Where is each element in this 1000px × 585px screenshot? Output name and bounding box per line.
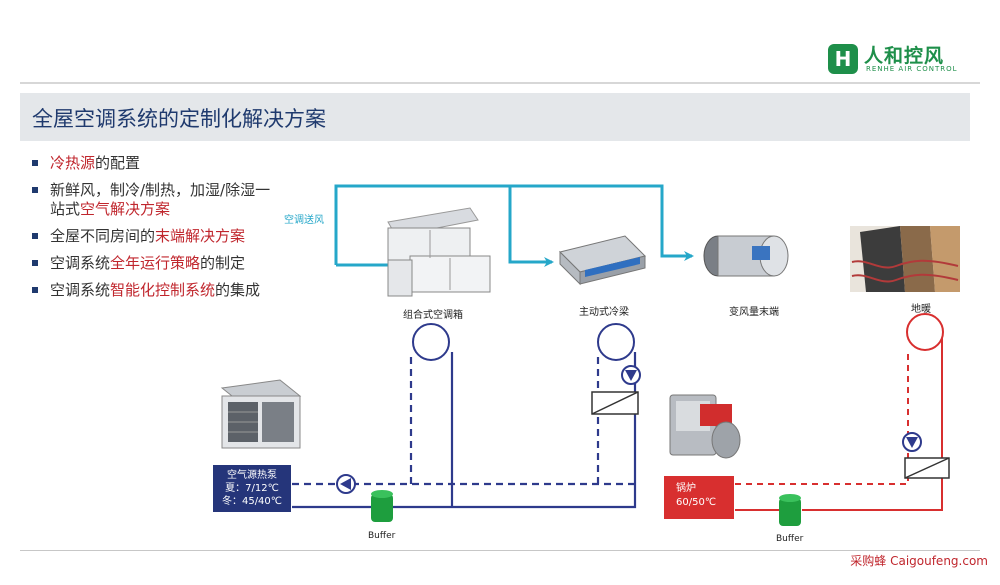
heat-pump-name: 空气源热泵 bbox=[227, 470, 277, 481]
heating-return-pipe bbox=[735, 352, 909, 485]
boiler-box: 锅炉 60/50℃ bbox=[664, 476, 734, 519]
boiler-icon bbox=[669, 394, 741, 459]
heat-exchanger-icon bbox=[904, 457, 950, 479]
floor-heating-icon bbox=[850, 226, 960, 292]
floor-heating-label: 地暖 bbox=[911, 304, 931, 315]
bullet-list: 冷热源的配置 新鲜风，制冷/制热，加湿/除湿一站式空气解决方案 全屋不同房间的末… bbox=[32, 154, 282, 308]
logo-mark-icon: H bbox=[828, 44, 858, 74]
heat-pump-summer: 夏：7/12℃ bbox=[225, 483, 279, 494]
boiler-temp: 60/50℃ bbox=[676, 497, 717, 508]
air-source-heat-pump-icon bbox=[220, 379, 302, 449]
beam-coil-icon bbox=[597, 323, 635, 361]
ahu-coil-icon bbox=[412, 323, 450, 361]
vav-label: 变风量末端 bbox=[729, 307, 779, 318]
heat-pump-box: 空气源热泵 夏：7/12℃ 冬：45/40℃ bbox=[213, 465, 291, 512]
footer-divider bbox=[20, 550, 980, 551]
floor-heating-coil-icon bbox=[906, 313, 944, 351]
pump-icon bbox=[621, 365, 641, 385]
buffer-tank-icon bbox=[779, 494, 801, 526]
title-bar: 全屋空调系统的定制化解决方案 bbox=[20, 93, 970, 141]
logo-text: 人和控风 bbox=[864, 45, 945, 67]
page-title: 全屋空调系统的定制化解决方案 bbox=[32, 107, 326, 131]
watermark: 采购蜂 Caigoufeng.com bbox=[850, 554, 988, 568]
bullet-item: 冷热源的配置 bbox=[32, 154, 282, 173]
pump-icon bbox=[902, 432, 922, 452]
buffer-label: Buffer bbox=[776, 534, 804, 544]
ahu-label: 组合式空调箱 bbox=[403, 310, 463, 321]
heat-pump-winter: 冬：45/40℃ bbox=[221, 496, 283, 507]
pump-icon bbox=[336, 474, 356, 494]
vav-terminal-icon bbox=[703, 235, 789, 277]
heat-exchanger-icon bbox=[591, 391, 639, 415]
company-logo: H 人和控风 RENHE AIR CONTROL bbox=[828, 44, 978, 78]
chilled-water-supply-pipe bbox=[292, 352, 637, 509]
bullet-item: 空调系统智能化控制系统的集成 bbox=[32, 281, 282, 300]
supply-air-label: 空调送风 bbox=[284, 215, 324, 226]
bullet-item: 新鲜风，制冷/制热，加湿/除湿一站式空气解决方案 bbox=[32, 181, 282, 219]
buffer-tank-icon bbox=[371, 490, 393, 522]
bullet-item: 空调系统全年运行策略的制定 bbox=[32, 254, 282, 273]
chilled-beam-label: 主动式冷梁 bbox=[579, 307, 629, 318]
header-divider bbox=[20, 82, 980, 84]
supply-air-duct bbox=[334, 184, 694, 267]
logo-subtext: RENHE AIR CONTROL bbox=[866, 65, 958, 73]
bullet-item: 全屋不同房间的末端解决方案 bbox=[32, 227, 282, 246]
boiler-name: 锅炉 bbox=[676, 483, 696, 494]
chilled-water-return-pipe bbox=[292, 352, 635, 486]
air-handling-unit-icon bbox=[387, 207, 491, 297]
buffer-label: Buffer bbox=[368, 531, 396, 541]
chilled-beam-icon bbox=[559, 235, 646, 286]
